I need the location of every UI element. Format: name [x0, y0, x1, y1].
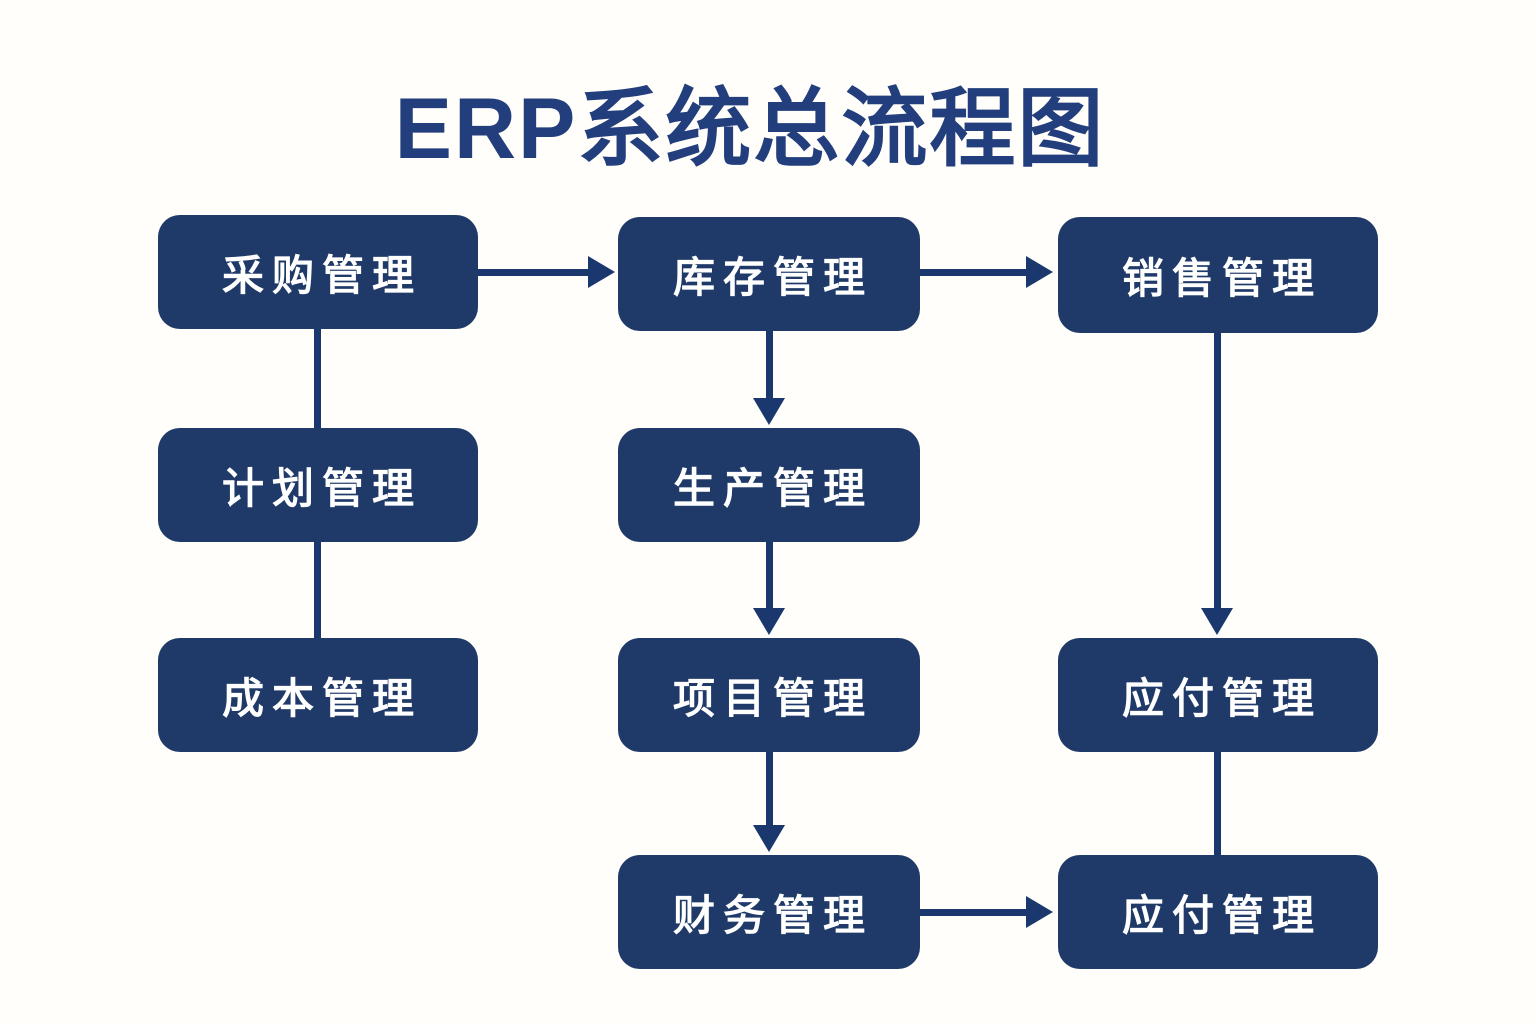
edge-finance-payable-line [920, 909, 1026, 916]
node-sales: 销售管理 [1058, 217, 1378, 333]
node-finance: 财务管理 [618, 855, 920, 969]
edge-sales-payable-line [1214, 333, 1221, 610]
edge-project-finance-line [766, 752, 773, 827]
edge-inventory-sales-arrowhead [1026, 256, 1053, 288]
node-production: 生产管理 [618, 428, 920, 542]
node-purchasing: 采购管理 [158, 215, 478, 329]
edge-inventory-production-arrowhead [753, 398, 785, 425]
node-payable-mid: 应付管理 [1058, 638, 1378, 752]
edge-project-finance-arrowhead [753, 825, 785, 852]
node-planning: 计划管理 [158, 428, 478, 542]
edge-production-project-line [766, 542, 773, 610]
edge-inventory-production-line [766, 331, 773, 400]
edge-sales-payable-arrowhead [1201, 608, 1233, 635]
edge-inventory-sales-line [920, 269, 1026, 276]
diagram-title: ERP系统总流程图 [394, 81, 1106, 177]
edge-planning-cost-line [314, 542, 321, 638]
edge-payable-payable-line [1214, 752, 1221, 855]
edge-finance-payable-arrowhead [1026, 896, 1053, 928]
node-payable-bottom: 应付管理 [1058, 855, 1378, 969]
node-cost: 成本管理 [158, 638, 478, 752]
edge-production-project-arrowhead [753, 608, 785, 635]
edge-purchasing-inventory-line [478, 269, 588, 276]
edge-purchasing-planning-line [314, 329, 321, 428]
node-inventory: 库存管理 [618, 217, 920, 331]
edge-purchasing-inventory-arrowhead [588, 256, 615, 288]
node-project: 项目管理 [618, 638, 920, 752]
